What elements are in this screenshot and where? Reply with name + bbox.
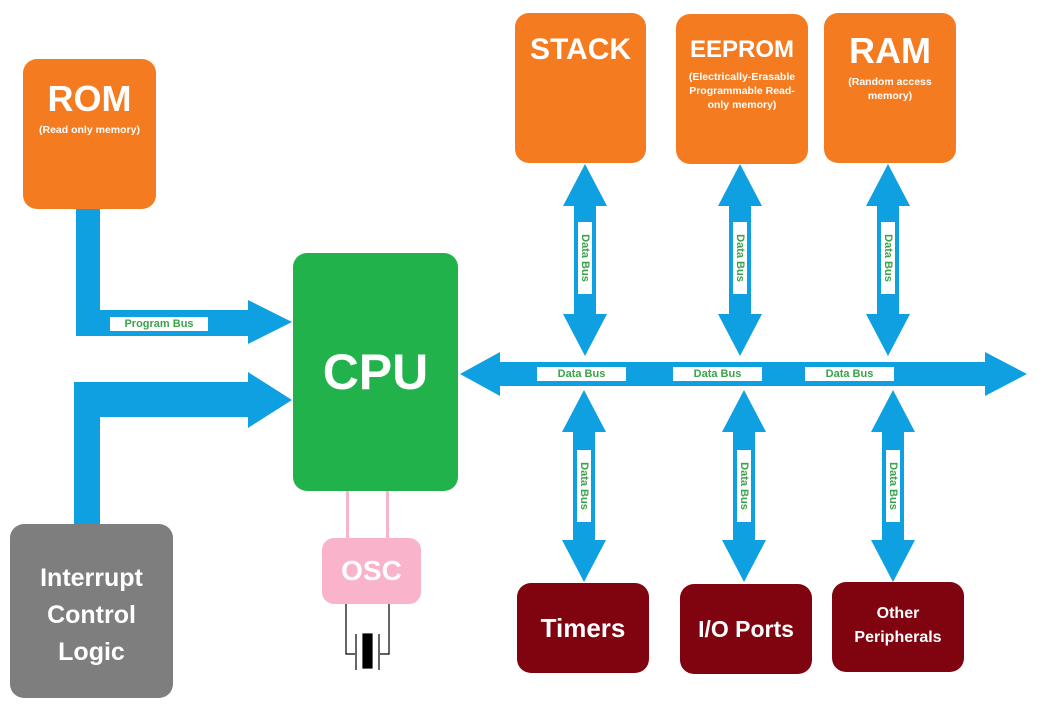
data-bus-label: Data Bus xyxy=(886,450,900,522)
program-bus-arrow xyxy=(76,208,292,344)
data-bus-label: Data Bus xyxy=(577,450,591,522)
other-peripherals-block: Other Peripherals xyxy=(832,582,964,672)
timers-title: Timers xyxy=(540,613,626,643)
data-bus-label-text: Data Bus xyxy=(734,234,746,282)
osc-block: OSC xyxy=(322,538,421,604)
data-bus-label: Data Bus xyxy=(537,367,626,381)
data-bus-label-text: Data Bus xyxy=(578,462,590,510)
rom-block: ROM (Read only memory) xyxy=(23,59,156,209)
interrupt-control-logic-block: Interrupt Control Logic xyxy=(10,524,173,698)
eeprom-block: EEPROM (Electrically-Erasable Programmab… xyxy=(676,14,808,164)
data-bus-label: Data Bus xyxy=(881,222,895,294)
interrupt-line-1: Interrupt xyxy=(40,564,143,592)
ram-block: RAM (Random access memory) xyxy=(824,13,956,163)
timers-block: Timers xyxy=(517,583,649,673)
other-line-1: Other xyxy=(876,605,920,622)
other-line-2: Peripherals xyxy=(854,629,942,646)
io-ports-title: I/O Ports xyxy=(698,615,794,642)
ram-subtitle: (Random access memory) xyxy=(848,76,932,102)
interrupt-line-3: Logic xyxy=(58,638,125,666)
cpu-title: CPU xyxy=(322,344,429,400)
interrupt-line-2: Control xyxy=(47,601,136,629)
osc-title: OSC xyxy=(341,555,402,586)
eeprom-subtitle: (Electrically-Erasable Programmable Read… xyxy=(688,71,796,111)
cpu-block: CPU xyxy=(293,253,458,491)
ram-title: RAM xyxy=(849,30,931,71)
rom-title: ROM xyxy=(47,78,132,119)
data-bus-label: Data Bus xyxy=(578,222,592,294)
osc-connector-right xyxy=(386,490,389,540)
data-bus-label: Data Bus xyxy=(673,367,762,381)
data-bus-label-text: Data Bus xyxy=(738,462,750,510)
data-bus-label: Data Bus xyxy=(733,222,747,294)
interrupt-bus-arrow xyxy=(74,372,292,525)
stack-title: STACK xyxy=(529,33,632,66)
data-bus-label-text: Data Bus xyxy=(882,234,894,282)
crystal-icon xyxy=(345,604,390,670)
data-bus-label-text: Data Bus xyxy=(579,234,591,282)
stack-block: STACK xyxy=(515,13,646,163)
program-bus-label: Program Bus xyxy=(110,317,208,331)
data-bus-label: Data Bus xyxy=(805,367,894,381)
data-bus-label: Data Bus xyxy=(737,450,751,522)
data-bus-label-text: Data Bus xyxy=(887,462,899,510)
io-ports-block: I/O Ports xyxy=(680,584,812,674)
osc-connector-left xyxy=(346,490,349,540)
rom-subtitle: (Read only memory) xyxy=(39,124,140,136)
eeprom-title: EEPROM xyxy=(689,36,794,63)
